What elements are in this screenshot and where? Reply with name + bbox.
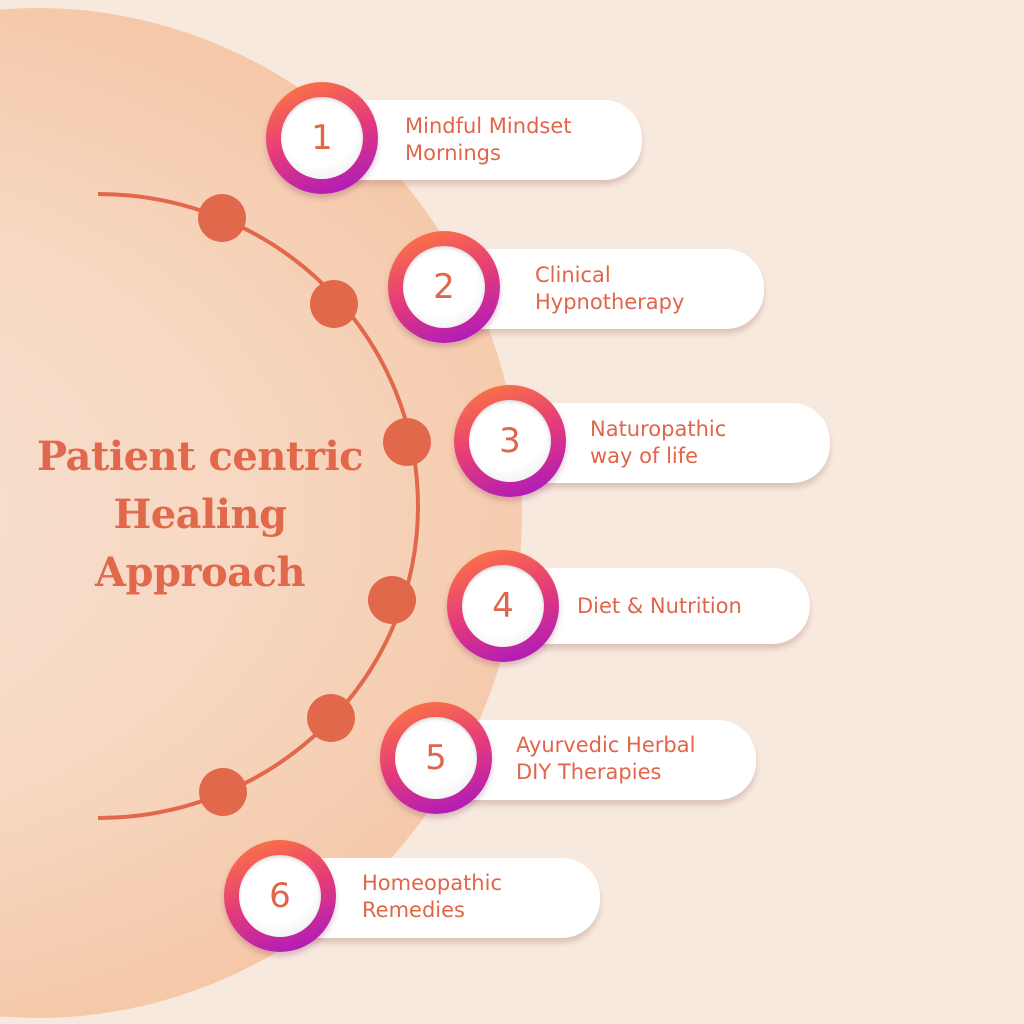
step-label: Clinical Hypnotherapy: [535, 262, 684, 316]
step-number-disc: 3: [469, 400, 551, 482]
step-number: 5: [425, 738, 447, 778]
step-label-line-1: Diet & Nutrition: [577, 594, 742, 618]
step-label-line-2: DIY Therapies: [516, 760, 662, 784]
step-number-badge: 6: [224, 840, 336, 952]
step-label: Mindful Mindset Mornings: [405, 113, 572, 167]
step-number-disc: 4: [462, 565, 544, 647]
step-label: Naturopathic way of life: [590, 416, 726, 470]
step-label-line-2: way of life: [590, 444, 699, 468]
step-label: Ayurvedic Herbal DIY Therapies: [516, 732, 695, 786]
step-number-disc: 5: [395, 717, 477, 799]
diagram-title: Patient centric Healing Approach: [20, 428, 380, 602]
step-number: 4: [492, 586, 514, 626]
step-number-badge: 3: [454, 385, 566, 497]
arc-dot-2: [310, 280, 358, 328]
step-number: 3: [499, 421, 521, 461]
step-label-line-2: Mornings: [405, 141, 501, 165]
step-number-badge: 2: [388, 231, 500, 343]
step-number-badge: 5: [380, 702, 492, 814]
arc-dot-5: [307, 694, 355, 742]
step-label: Homeopathic Remedies: [362, 870, 502, 924]
step-number: 2: [433, 267, 455, 307]
step-label-line-2: Hypnotherapy: [535, 290, 685, 314]
arc-dot-4: [368, 576, 416, 624]
step-label-line-1: Clinical: [535, 263, 611, 287]
step-number-disc: 2: [403, 246, 485, 328]
arc-dot-1: [198, 194, 246, 242]
step-label: Diet & Nutrition: [577, 593, 742, 620]
step-number: 6: [269, 876, 291, 916]
step-number-badge: 4: [447, 550, 559, 662]
arc-dot-3: [383, 418, 431, 466]
step-label-line-1: Ayurvedic Herbal: [516, 733, 696, 757]
title-line-3: Approach: [94, 549, 306, 596]
step-label-line-1: Naturopathic: [590, 417, 727, 441]
step-number-disc: 1: [281, 97, 363, 179]
title-line-2: Healing: [113, 491, 287, 538]
title-line-1: Patient centric: [36, 433, 364, 480]
step-number-disc: 6: [239, 855, 321, 937]
arc-line: [97, 192, 420, 820]
step-label-line-1: Mindful Mindset: [405, 114, 572, 138]
arc-dot-6: [199, 768, 247, 816]
step-number-badge: 1: [266, 82, 378, 194]
step-number: 1: [311, 118, 333, 158]
step-label-line-1: Homeopathic: [362, 871, 502, 895]
step-label-line-2: Remedies: [362, 898, 465, 922]
